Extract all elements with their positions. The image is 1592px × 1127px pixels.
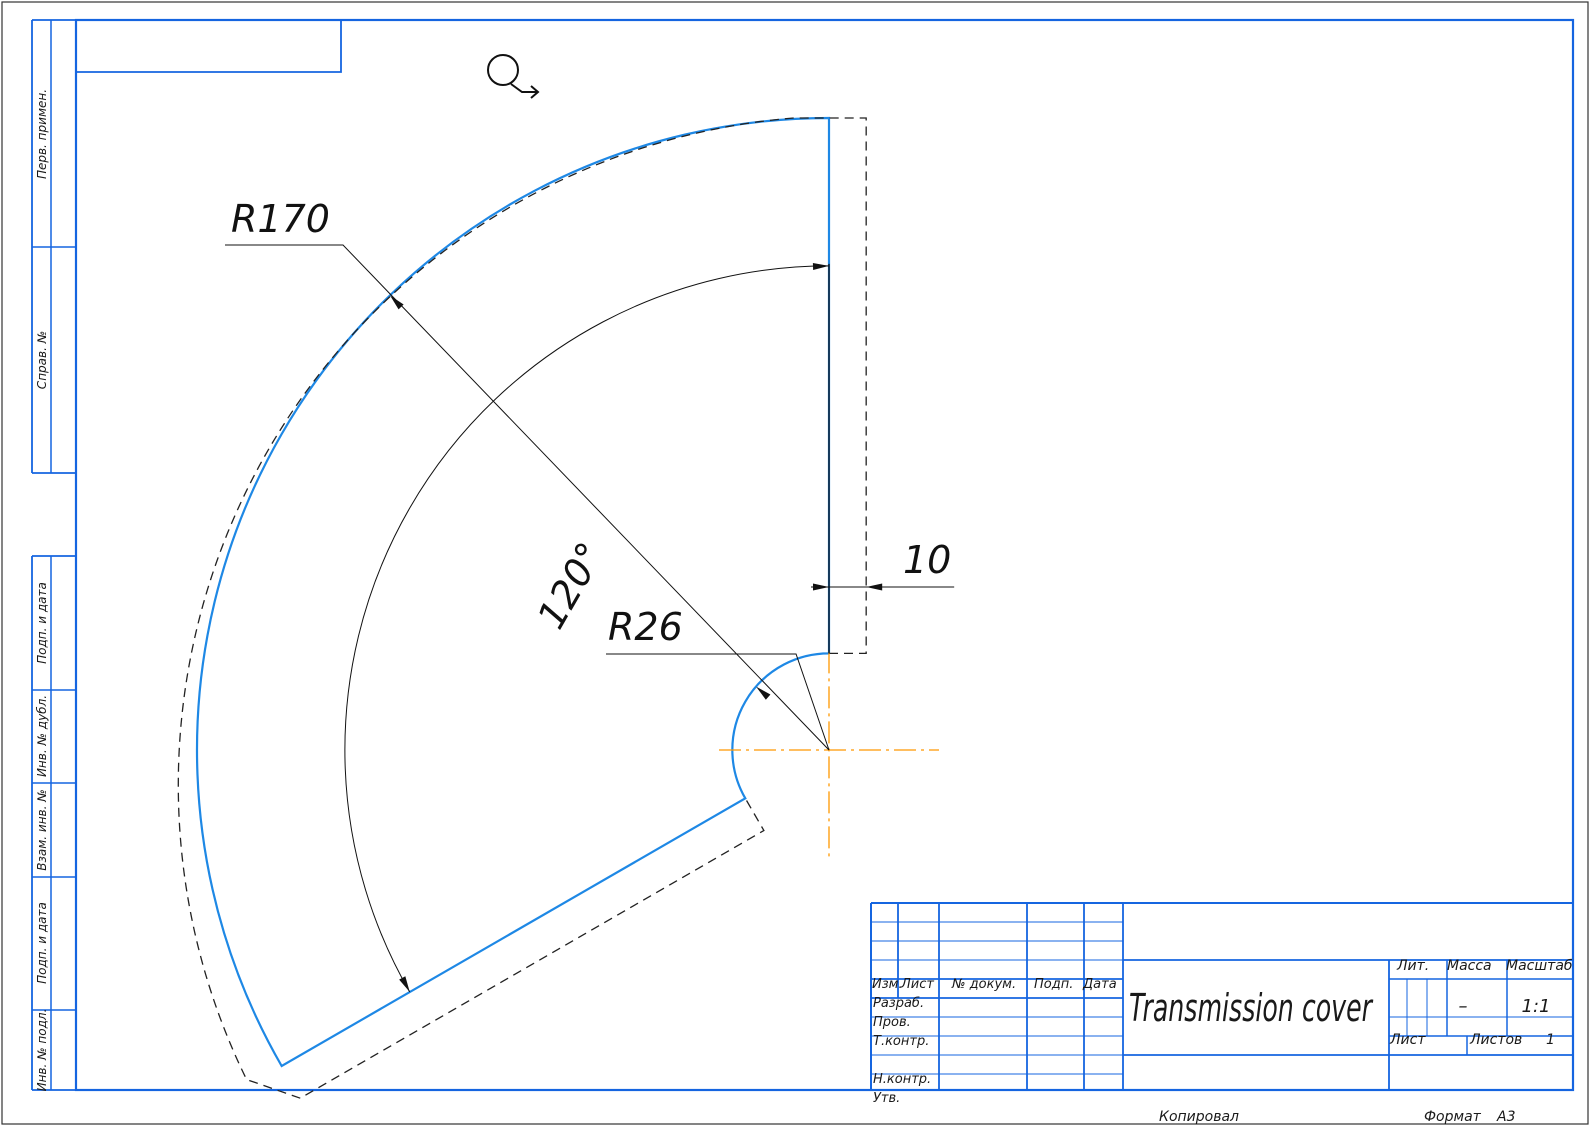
tb-sheets-label: Листов <box>1469 1032 1522 1048</box>
tb-scale-value: 1:1 <box>1522 996 1551 1017</box>
tb-role-checker: Пров. <box>873 1015 911 1030</box>
offset-arrow-right <box>866 583 883 591</box>
tb-lit-label: Лит. <box>1396 958 1429 974</box>
tb-mass-value: – <box>1459 996 1468 1017</box>
tb-header-doc-no: № докум. <box>951 977 1016 992</box>
outer-radius-arrow <box>389 295 404 310</box>
side-label-reference-no: Справ. № <box>35 331 49 389</box>
tb-role-approved: Утв. <box>873 1091 900 1106</box>
side-label-dup-inv-no: Инв. № дубл. <box>35 695 49 777</box>
outer-radius-dimension-label: R170 <box>231 197 330 241</box>
side-label-sign-date-1: Подп. и дата <box>35 582 49 664</box>
inner-radius-leader <box>606 653 830 751</box>
part-contour <box>195 116 831 1068</box>
sheet-unfold-icon <box>487 54 540 99</box>
format-label: Формат <box>1424 1109 1482 1125</box>
side-label-orig-inv-no: Инв. № подл. <box>35 1009 49 1092</box>
tb-sheet-label: Лист <box>1389 1032 1426 1048</box>
format-value: A3 <box>1496 1109 1515 1125</box>
drawing-frame <box>31 18 1575 1092</box>
angle-arrow-start <box>812 262 829 270</box>
tb-mass-label: Масса <box>1447 958 1492 974</box>
offset-outline <box>177 117 867 1099</box>
title-block: Изм. Лист № докум. Подп. Дата Разраб. Пр… <box>870 902 1573 1125</box>
tb-header-date: Дата <box>1082 977 1117 992</box>
drawing-title: Transmission cover <box>1129 986 1374 1030</box>
tb-header-list: Лист <box>900 977 934 992</box>
side-label-replace-inv-no: Взам. инв. № <box>35 789 49 870</box>
side-label-first-use: Перв. примен. <box>35 89 49 179</box>
angle-arrow-end <box>399 976 410 993</box>
tb-header-izm: Изм. <box>872 977 903 992</box>
tb-role-norm-control: Н.контр. <box>873 1072 931 1087</box>
angle-dimension-label: 120° <box>529 535 613 636</box>
tb-role-tech-control: Т.контр. <box>873 1034 929 1049</box>
inner-radius-dimension-label: R26 <box>608 605 683 649</box>
side-label-sign-date-2: Подп. и дата <box>35 902 49 984</box>
angle-dimension-arc <box>344 265 830 993</box>
side-stamp-labels: Перв. примен. Справ. № Подп. и дата Инв.… <box>35 89 49 1091</box>
copied-label: Копировал <box>1159 1109 1239 1125</box>
tb-role-developer: Разраб. <box>873 996 924 1011</box>
outer-radius-leader <box>225 244 830 751</box>
offset-arrow-left <box>813 583 829 591</box>
offset-dimension-label: 10 <box>903 538 951 582</box>
inner-radius-arrow <box>756 686 771 700</box>
tb-header-sign: Подп. <box>1034 977 1073 992</box>
tb-sheets-value: 1 <box>1546 1032 1555 1048</box>
tb-scale-label: Масштаб <box>1506 958 1573 974</box>
